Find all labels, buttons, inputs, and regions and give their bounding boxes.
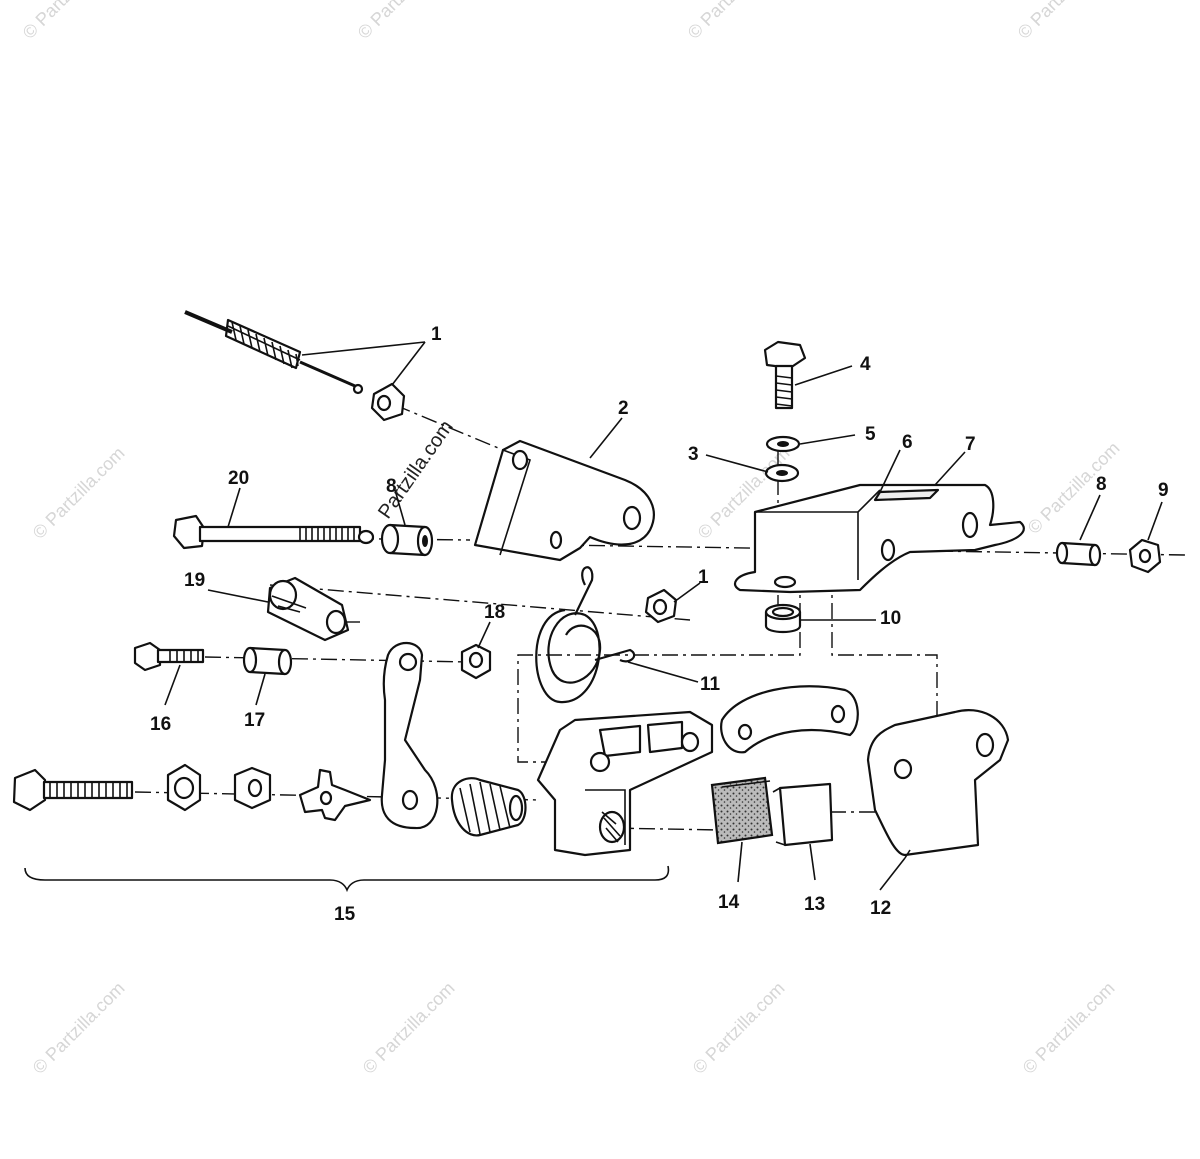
washer-3	[764, 463, 800, 483]
callout-4: 4	[860, 354, 871, 375]
plate-12	[866, 709, 1010, 859]
nut-1-lower	[644, 588, 678, 624]
callout-1-upper: 1	[431, 324, 442, 345]
worm-gear	[450, 777, 527, 837]
callout-19: 19	[184, 570, 205, 591]
callout-8-left: 8	[386, 476, 397, 497]
bushing-10	[764, 603, 802, 634]
lever-arm	[380, 641, 439, 830]
caliper-body	[536, 710, 714, 857]
callout-16: 16	[150, 714, 171, 735]
arc-pad	[720, 685, 859, 754]
watermark-text: © Partzilla.com	[29, 978, 129, 1078]
callout-labels: 1 2 3 4 5 6 7 8 8 9 10 11 1 12 13 14 15 …	[150, 324, 1169, 925]
callout-8-right: 8	[1096, 474, 1107, 495]
callout-leaders	[164, 341, 1163, 891]
bracket-2	[473, 439, 655, 562]
clamp-19	[266, 576, 350, 642]
callout-11: 11	[700, 674, 721, 695]
spring-11	[535, 566, 636, 704]
brake-pad-14	[710, 776, 774, 845]
callout-3: 3	[688, 444, 699, 465]
watermark-dark-text: Partzilla.com	[374, 416, 458, 522]
watermark-text: © Partzilla.com	[1014, 0, 1114, 43]
bolt-16	[133, 641, 205, 672]
callout-18: 18	[484, 602, 505, 623]
callout-6: 6	[902, 432, 913, 453]
washer-5	[765, 435, 801, 453]
watermark-text: © Partzilla.com	[684, 0, 784, 43]
watermark-text: © Partzilla.com	[689, 978, 789, 1078]
bracket-7	[733, 483, 1025, 594]
watermark-text: © Partzilla.com	[19, 0, 119, 43]
spacer-17	[242, 646, 293, 676]
spacer-8-right	[1055, 541, 1102, 567]
callout-14: 14	[718, 892, 740, 913]
watermark-text: © Partzilla.com	[354, 0, 454, 43]
watermark-text: © Partzilla.com	[359, 978, 459, 1078]
callout-17: 17	[244, 710, 265, 731]
bolt-15	[12, 768, 134, 812]
bracket-brace-15	[24, 865, 670, 893]
nut-9	[1128, 538, 1162, 574]
callout-5: 5	[865, 424, 876, 445]
callout-7: 7	[965, 434, 976, 455]
callout-1-lower: 1	[698, 567, 709, 588]
nut-18	[460, 643, 492, 680]
backing-plate-13	[772, 782, 834, 847]
callout-12: 12	[870, 898, 891, 919]
bolt-4	[763, 340, 807, 410]
callout-13: 13	[804, 894, 825, 915]
bolt-20	[172, 514, 375, 550]
watermark-text: © Partzilla.com	[29, 443, 129, 543]
spacer-8-left	[380, 523, 434, 557]
washer-15-tab	[298, 768, 372, 822]
callout-15: 15	[334, 904, 356, 925]
watermark-text: © Partzilla.com	[1024, 438, 1124, 538]
nut-15-a	[166, 763, 202, 812]
cable-assembly	[184, 310, 406, 422]
callout-9: 9	[1158, 480, 1169, 501]
callout-10: 10	[880, 608, 901, 629]
nut-15-b	[233, 766, 272, 810]
callout-2: 2	[618, 398, 629, 419]
callout-20: 20	[228, 468, 249, 489]
watermark-text: © Partzilla.com	[1019, 978, 1119, 1078]
